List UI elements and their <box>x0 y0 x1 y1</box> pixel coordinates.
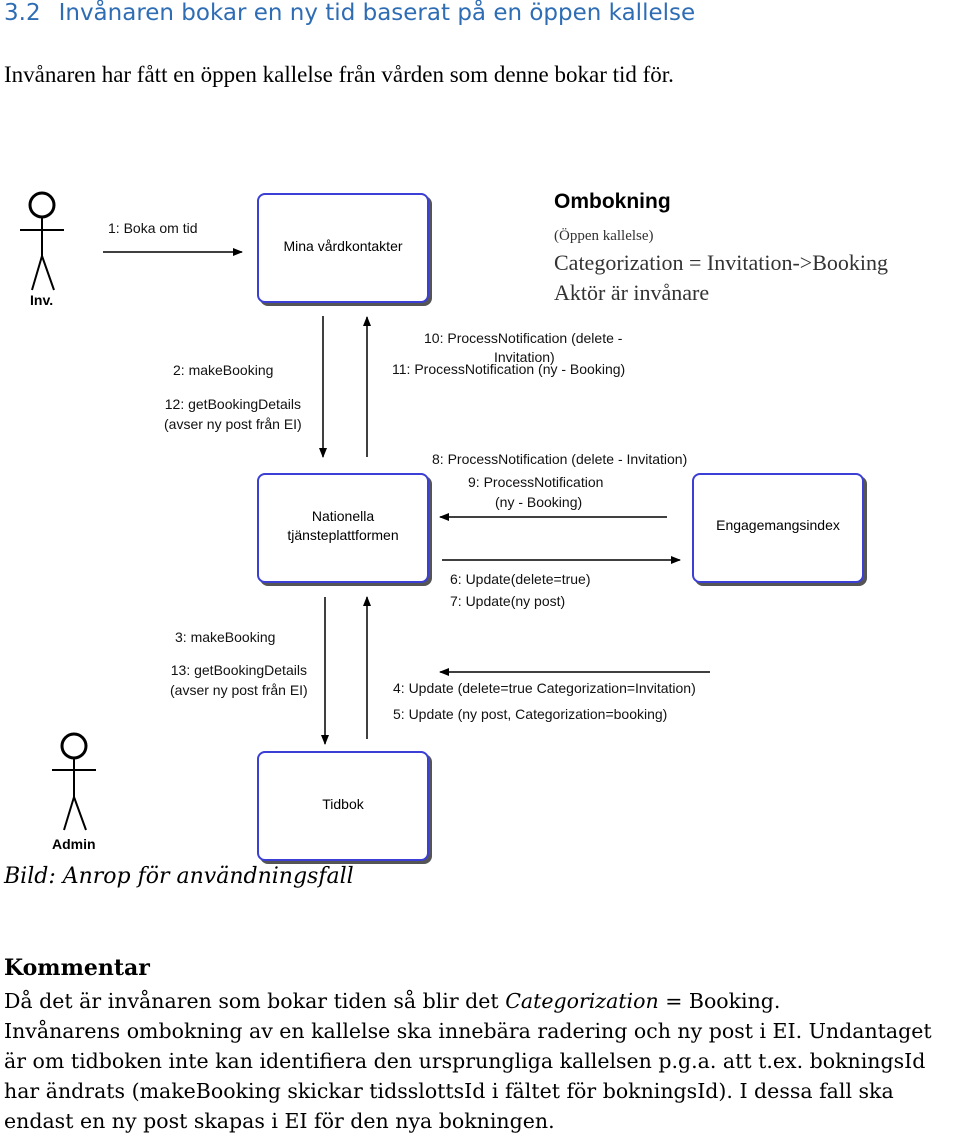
box-tidbok-label: Tidbok <box>322 796 364 812</box>
intro-text: Invånaren har fått en öppen kallelse frå… <box>4 62 674 87</box>
box-ei-label: Engagemangsindex <box>716 517 840 533</box>
box-nationella-tjansteplattformen <box>257 473 429 583</box>
ombokning-subtitle: (Öppen kallelse) <box>554 228 654 244</box>
label-msg7: 7: Update(ny post) <box>450 593 566 609</box>
comment-title: Kommentar <box>4 955 150 981</box>
label-msg12-line2: (avser ny post från EI) <box>164 416 302 432</box>
label-msg13-line2: (avser ny post från EI) <box>170 682 308 698</box>
comment-p1-italic: Categorization <box>505 989 659 1013</box>
label-msg9-line2: (ny - Booking) <box>495 494 583 510</box>
label-msg2: 2: makeBooking <box>173 362 274 378</box>
box-tidbok <box>257 751 429 861</box>
figure-caption: Bild: Anrop för användningsfall <box>4 864 354 889</box>
actor-admin-label: Admin <box>52 836 96 852</box>
label-msg12-line1: 12: getBookingDetails <box>164 396 301 412</box>
comment-paragraph-1: Då det är invånaren som bokar tiden så b… <box>4 986 956 1016</box>
label-msg6: 6: Update(delete=true) <box>450 571 591 587</box>
label-msg4: 4: Update (delete=true Categorization=In… <box>393 680 696 696</box>
label-msg10-line1: 10: ProcessNotification (delete - <box>424 330 623 346</box>
section-title: Invånaren bokar en ny tid baserat på en … <box>58 0 696 26</box>
box-mina-vardkontakter <box>257 193 429 303</box>
ombokning-title: Ombokning <box>554 190 671 213</box>
label-msg10-line2: Invitation) <box>494 349 555 365</box>
actor-admin-figure <box>52 732 96 831</box>
label-msg9-line1: 9: ProcessNotification <box>468 474 604 490</box>
sequence-diagram <box>20 191 710 831</box>
comment-paragraph-2: Invånarens ombokning av en kallelse ska … <box>4 1019 932 1133</box>
comment-p1-text: Då det är invånaren som bokar tiden så b… <box>4 989 506 1013</box>
comment-p1-end: = Booking. <box>658 989 781 1013</box>
label-msg8: 8: ProcessNotification (delete - Invitat… <box>432 451 688 467</box>
ombokning-aktor: Aktör är invånare <box>554 280 710 305</box>
label-msg13-line1: 13: getBookingDetails <box>170 662 307 678</box>
label-msg3: 3: makeBooking <box>175 629 276 645</box>
label-msg1: 1: Boka om tid <box>108 220 198 236</box>
box-ntp-line2: tjänsteplattformen <box>287 527 399 543</box>
comment-body: Då det är invånaren som bokar tiden så b… <box>4 986 956 1136</box>
label-msg13: 13: getBookingDetails (avser ny post frå… <box>170 660 308 700</box>
box-engagemangsindex <box>692 473 864 583</box>
label-msg11: 11: ProcessNotification (ny - Booking) <box>392 361 626 377</box>
section-number: 3.2 <box>4 0 41 26</box>
label-msg5: 5: Update (ny post, Categorization=booki… <box>393 706 668 722</box>
box-ntp-line1: Nationella <box>311 508 375 524</box>
ombokning-categorization: Categorization = Invitation->Booking <box>554 250 888 275</box>
box-mina-label: Mina vårdkontakter <box>283 238 403 254</box>
label-msg12: 12: getBookingDetails (avser ny post frå… <box>164 394 302 434</box>
actor-inv-label: Inv. <box>30 292 54 308</box>
box-ntp-label: Nationella tjänsteplattformen <box>257 507 429 545</box>
actor-inv-figure <box>20 191 64 291</box>
section-heading: 3.2 Invånaren bokar en ny tid baserat på … <box>4 0 695 26</box>
